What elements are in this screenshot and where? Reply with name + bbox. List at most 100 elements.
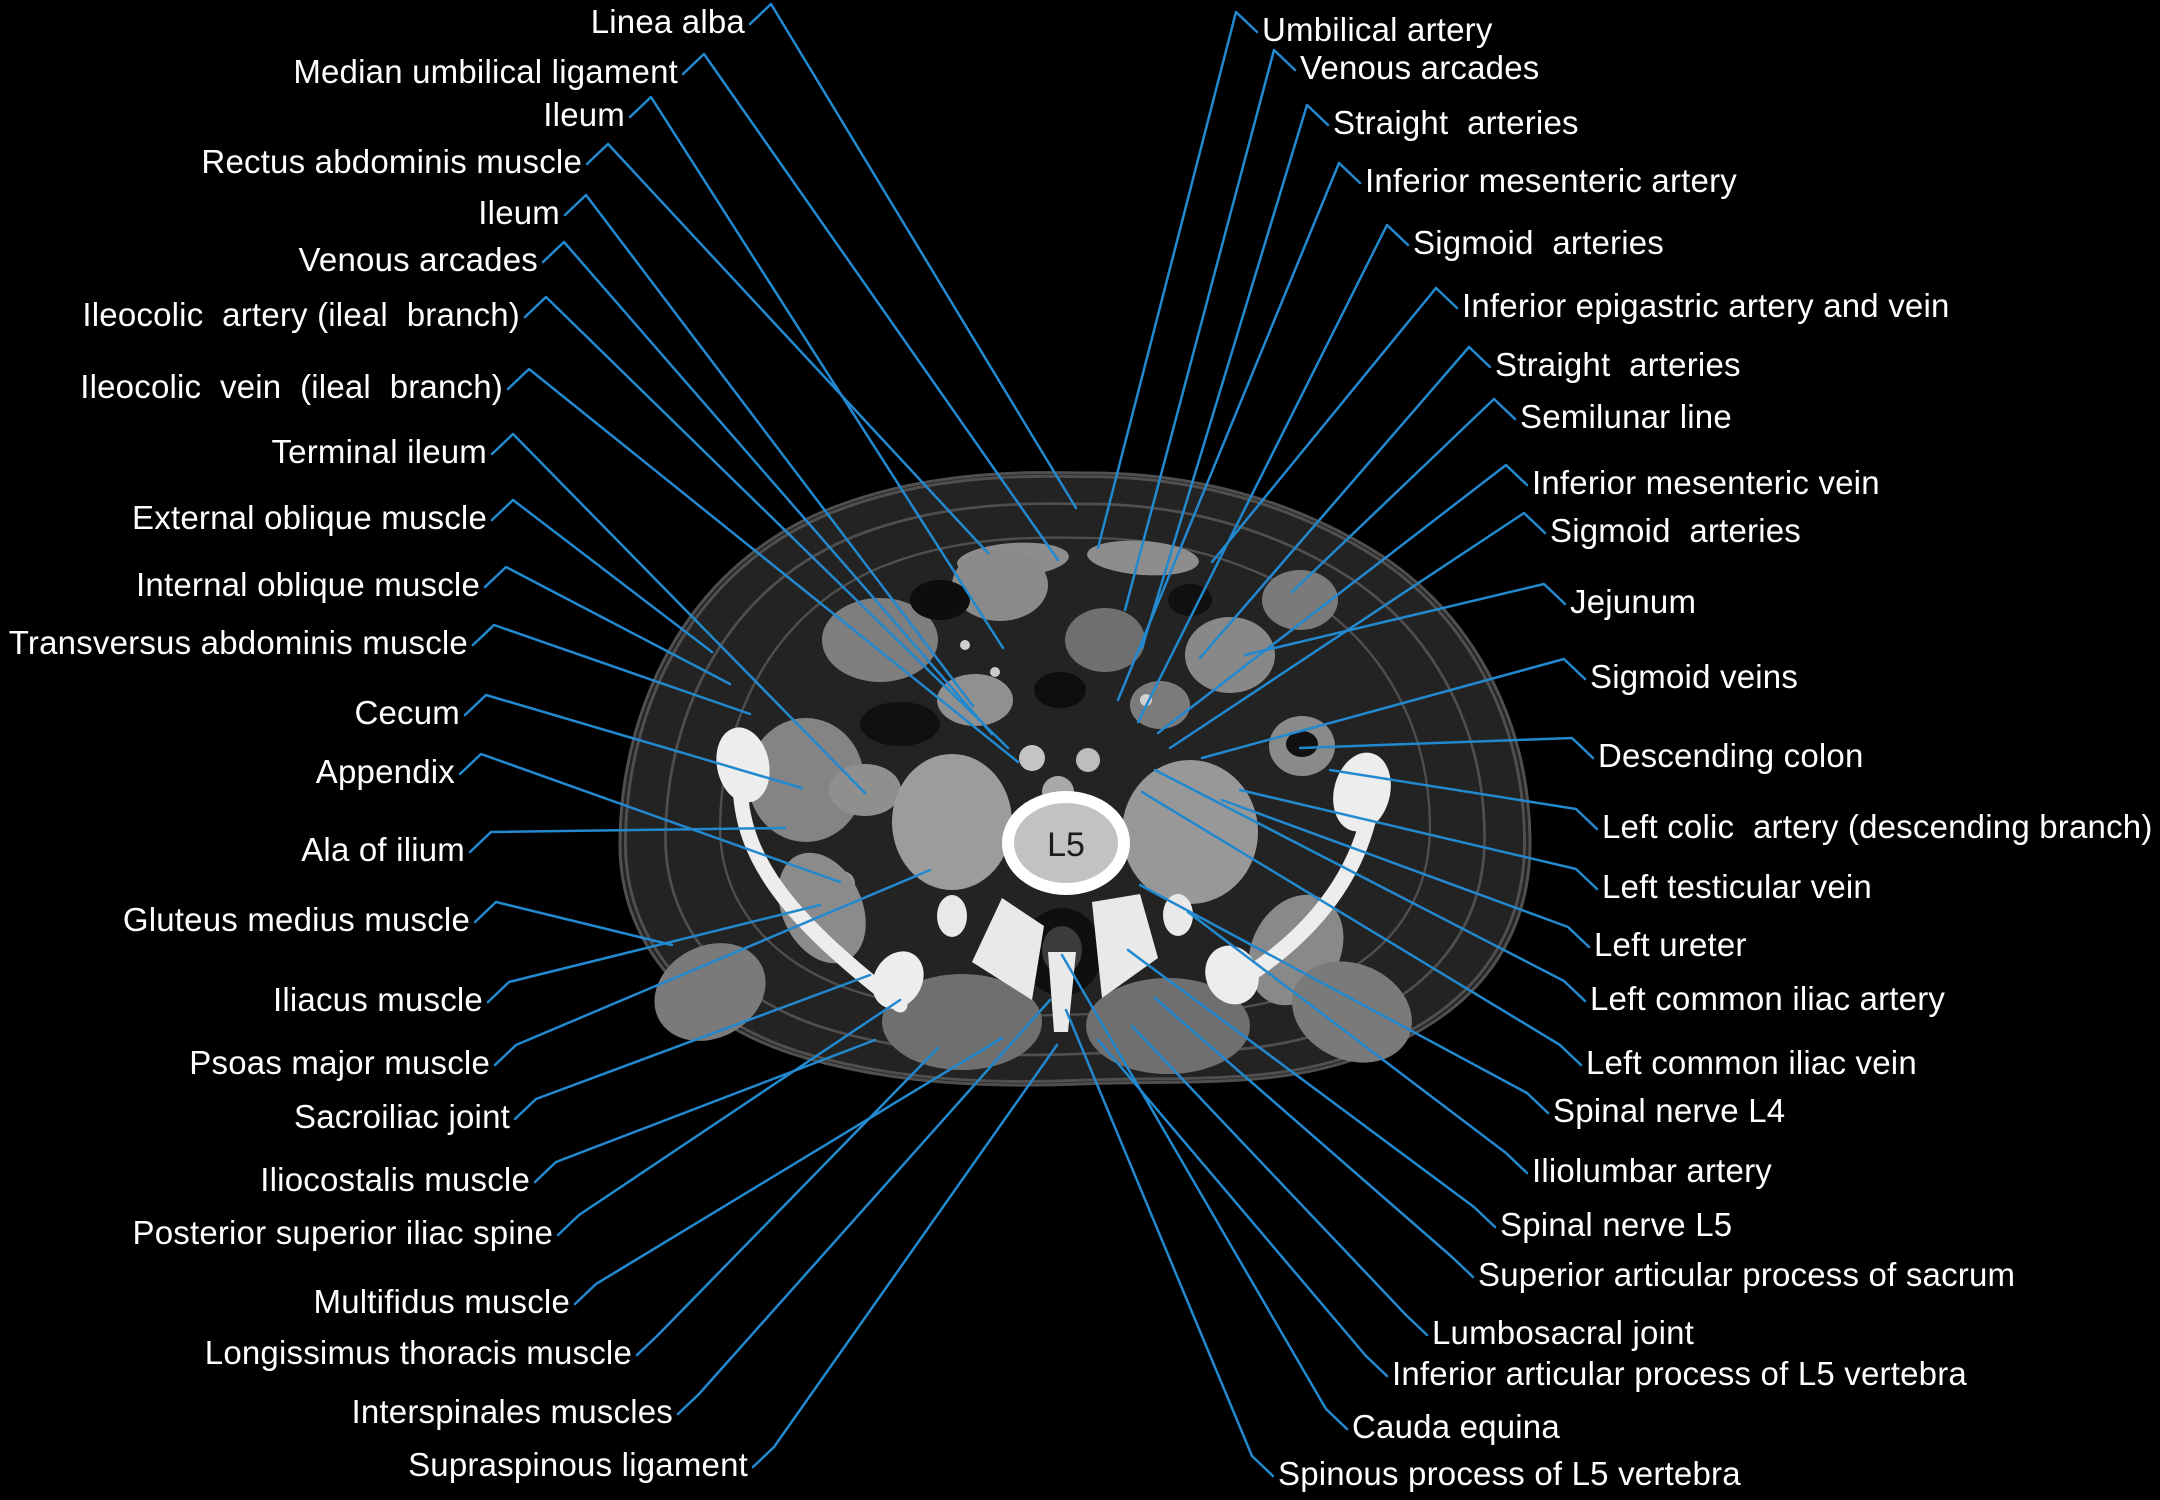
leader-line <box>563 193 975 708</box>
bowel-loop <box>937 674 1013 726</box>
anatomy-label: Psoas major muscle <box>189 1044 490 1081</box>
leader-line <box>1220 798 1591 949</box>
anatomy-label: Cecum <box>354 694 460 731</box>
leader-line <box>1130 1024 1429 1337</box>
leader-line <box>471 623 752 716</box>
anatomy-label: Median umbilical ligament <box>293 53 678 90</box>
psoas-major-right-side <box>892 754 1012 890</box>
posterior-superior-iliac-spine-bone <box>872 951 924 1009</box>
paraspinal-muscles <box>1086 978 1250 1074</box>
bowel-loop <box>1262 570 1338 630</box>
anatomy-label: Ileocolic vein (ileal branch) <box>80 368 503 405</box>
leader-line <box>513 973 872 1121</box>
gluteus-medius-muscle <box>1292 961 1412 1063</box>
anatomy-label: Spinal nerve L5 <box>1500 1206 1733 1243</box>
leader-line <box>1198 345 1492 660</box>
paraspinal-muscles <box>882 974 1042 1070</box>
anatomy-label: Superior articular process of sacrum <box>1478 1256 2016 1293</box>
anatomy-label: Jejunum <box>1570 583 1697 620</box>
anatomy-label: External oblique muscle <box>132 499 487 536</box>
anatomy-label: Multifidus muscle <box>313 1283 570 1320</box>
iliac-wing-bone <box>716 727 770 803</box>
leader-line <box>585 142 990 555</box>
leader-line <box>541 240 994 736</box>
anatomy-label: Iliocostalis muscle <box>260 1161 530 1198</box>
anatomy-label: Iliacus muscle <box>272 981 483 1018</box>
anatomy-label: Sigmoid arteries <box>1550 512 1801 549</box>
anatomy-label: Ala of ilium <box>301 831 465 868</box>
terminal-ileum <box>829 764 901 816</box>
leader-line <box>468 826 787 854</box>
cecum <box>748 718 864 842</box>
anatomy-label: Spinous process of L5 vertebra <box>1278 1455 1741 1492</box>
leader-line <box>523 295 1010 750</box>
leader-line <box>493 868 932 1067</box>
anatomy-label: Left ureter <box>1594 926 1747 963</box>
bowel-loop <box>1130 681 1190 729</box>
anatomy-label: Inferior mesenteric artery <box>1365 162 1737 199</box>
mesenteric-vessel <box>1140 694 1152 706</box>
leader-line <box>1096 1038 1389 1378</box>
leader-line <box>1064 1008 1275 1478</box>
leader-line <box>533 1038 877 1184</box>
leader-line <box>1210 286 1459 564</box>
gluteus-medius-muscle <box>654 943 766 1041</box>
bowel-loop <box>952 549 1048 621</box>
anatomy-label: Left testicular vein <box>1602 868 1872 905</box>
lamina-bone <box>972 898 1044 1000</box>
anatomy-label: Appendix <box>315 753 455 790</box>
anatomy-label: Venous arcades <box>1300 49 1540 86</box>
anatomy-label: Sigmoid veins <box>1590 658 1799 695</box>
spinous-process-bone <box>1048 952 1076 1032</box>
lamina-bone <box>1092 894 1158 998</box>
mesenteric-vessel <box>960 640 970 650</box>
leader-line <box>1123 48 1297 612</box>
anatomy-label: Linea alba <box>590 3 745 40</box>
leader-line <box>1116 161 1362 702</box>
anatomy-label: Left common iliac vein <box>1586 1044 1917 1081</box>
anatomy-label: Inferior epigastric artery and vein <box>1462 287 1950 324</box>
anatomy-label: Terminal ileum <box>271 433 487 470</box>
anatomy-label: Inferior mesenteric vein <box>1532 464 1880 501</box>
leader-lines <box>458 2 1599 1478</box>
iliacus-muscle <box>778 852 866 964</box>
anatomy-label: Ileum <box>543 96 625 133</box>
anatomy-label: Umbilical artery <box>1262 11 1493 48</box>
gas-pocket <box>910 580 970 620</box>
anatomy-label: Sigmoid arteries <box>1413 224 1664 261</box>
ct-bones: L5 <box>716 727 1391 1032</box>
jejunum-loop <box>1185 617 1275 693</box>
anatomy-label: Interspinales muscles <box>351 1393 673 1430</box>
anatomy-label: Left common iliac artery <box>1590 980 1946 1017</box>
anatomy-label: Ileum <box>478 194 560 231</box>
anatomy-label: Rectus abdominis muscle <box>201 143 582 180</box>
leader-line <box>473 900 674 947</box>
leader-line <box>628 95 1005 650</box>
anatomy-label: Transversus abdominis muscle <box>8 624 468 661</box>
leader-line <box>1328 768 1599 831</box>
descending-colon-lumen <box>1286 731 1318 757</box>
leader-line <box>1153 996 1475 1279</box>
gas-pocket <box>1034 672 1086 708</box>
leader-line <box>751 1043 1059 1469</box>
anatomy-label: Supraspinous ligament <box>408 1446 748 1483</box>
leader-line <box>1168 511 1547 750</box>
anatomy-label: Venous arcades <box>298 241 538 278</box>
common-iliac-artery <box>1076 748 1100 772</box>
anatomy-label: Sacroiliac joint <box>294 1098 510 1135</box>
leader-line <box>676 998 1052 1416</box>
leader-line <box>490 498 714 654</box>
articular-process-bone <box>937 895 967 937</box>
leader-line <box>635 1046 940 1357</box>
leader-line <box>1243 582 1567 657</box>
leader-line <box>573 1036 1004 1306</box>
anatomy-label: Ileocolic artery (ileal branch) <box>82 296 520 333</box>
leader-line <box>1156 463 1529 735</box>
anatomy-label: Cauda equina <box>1352 1408 1560 1445</box>
leader-line <box>748 2 1078 510</box>
leader-line <box>1126 948 1497 1229</box>
articular-process-bone <box>1163 894 1193 936</box>
leader-line <box>1200 657 1587 760</box>
leader-line <box>1153 768 1587 1003</box>
